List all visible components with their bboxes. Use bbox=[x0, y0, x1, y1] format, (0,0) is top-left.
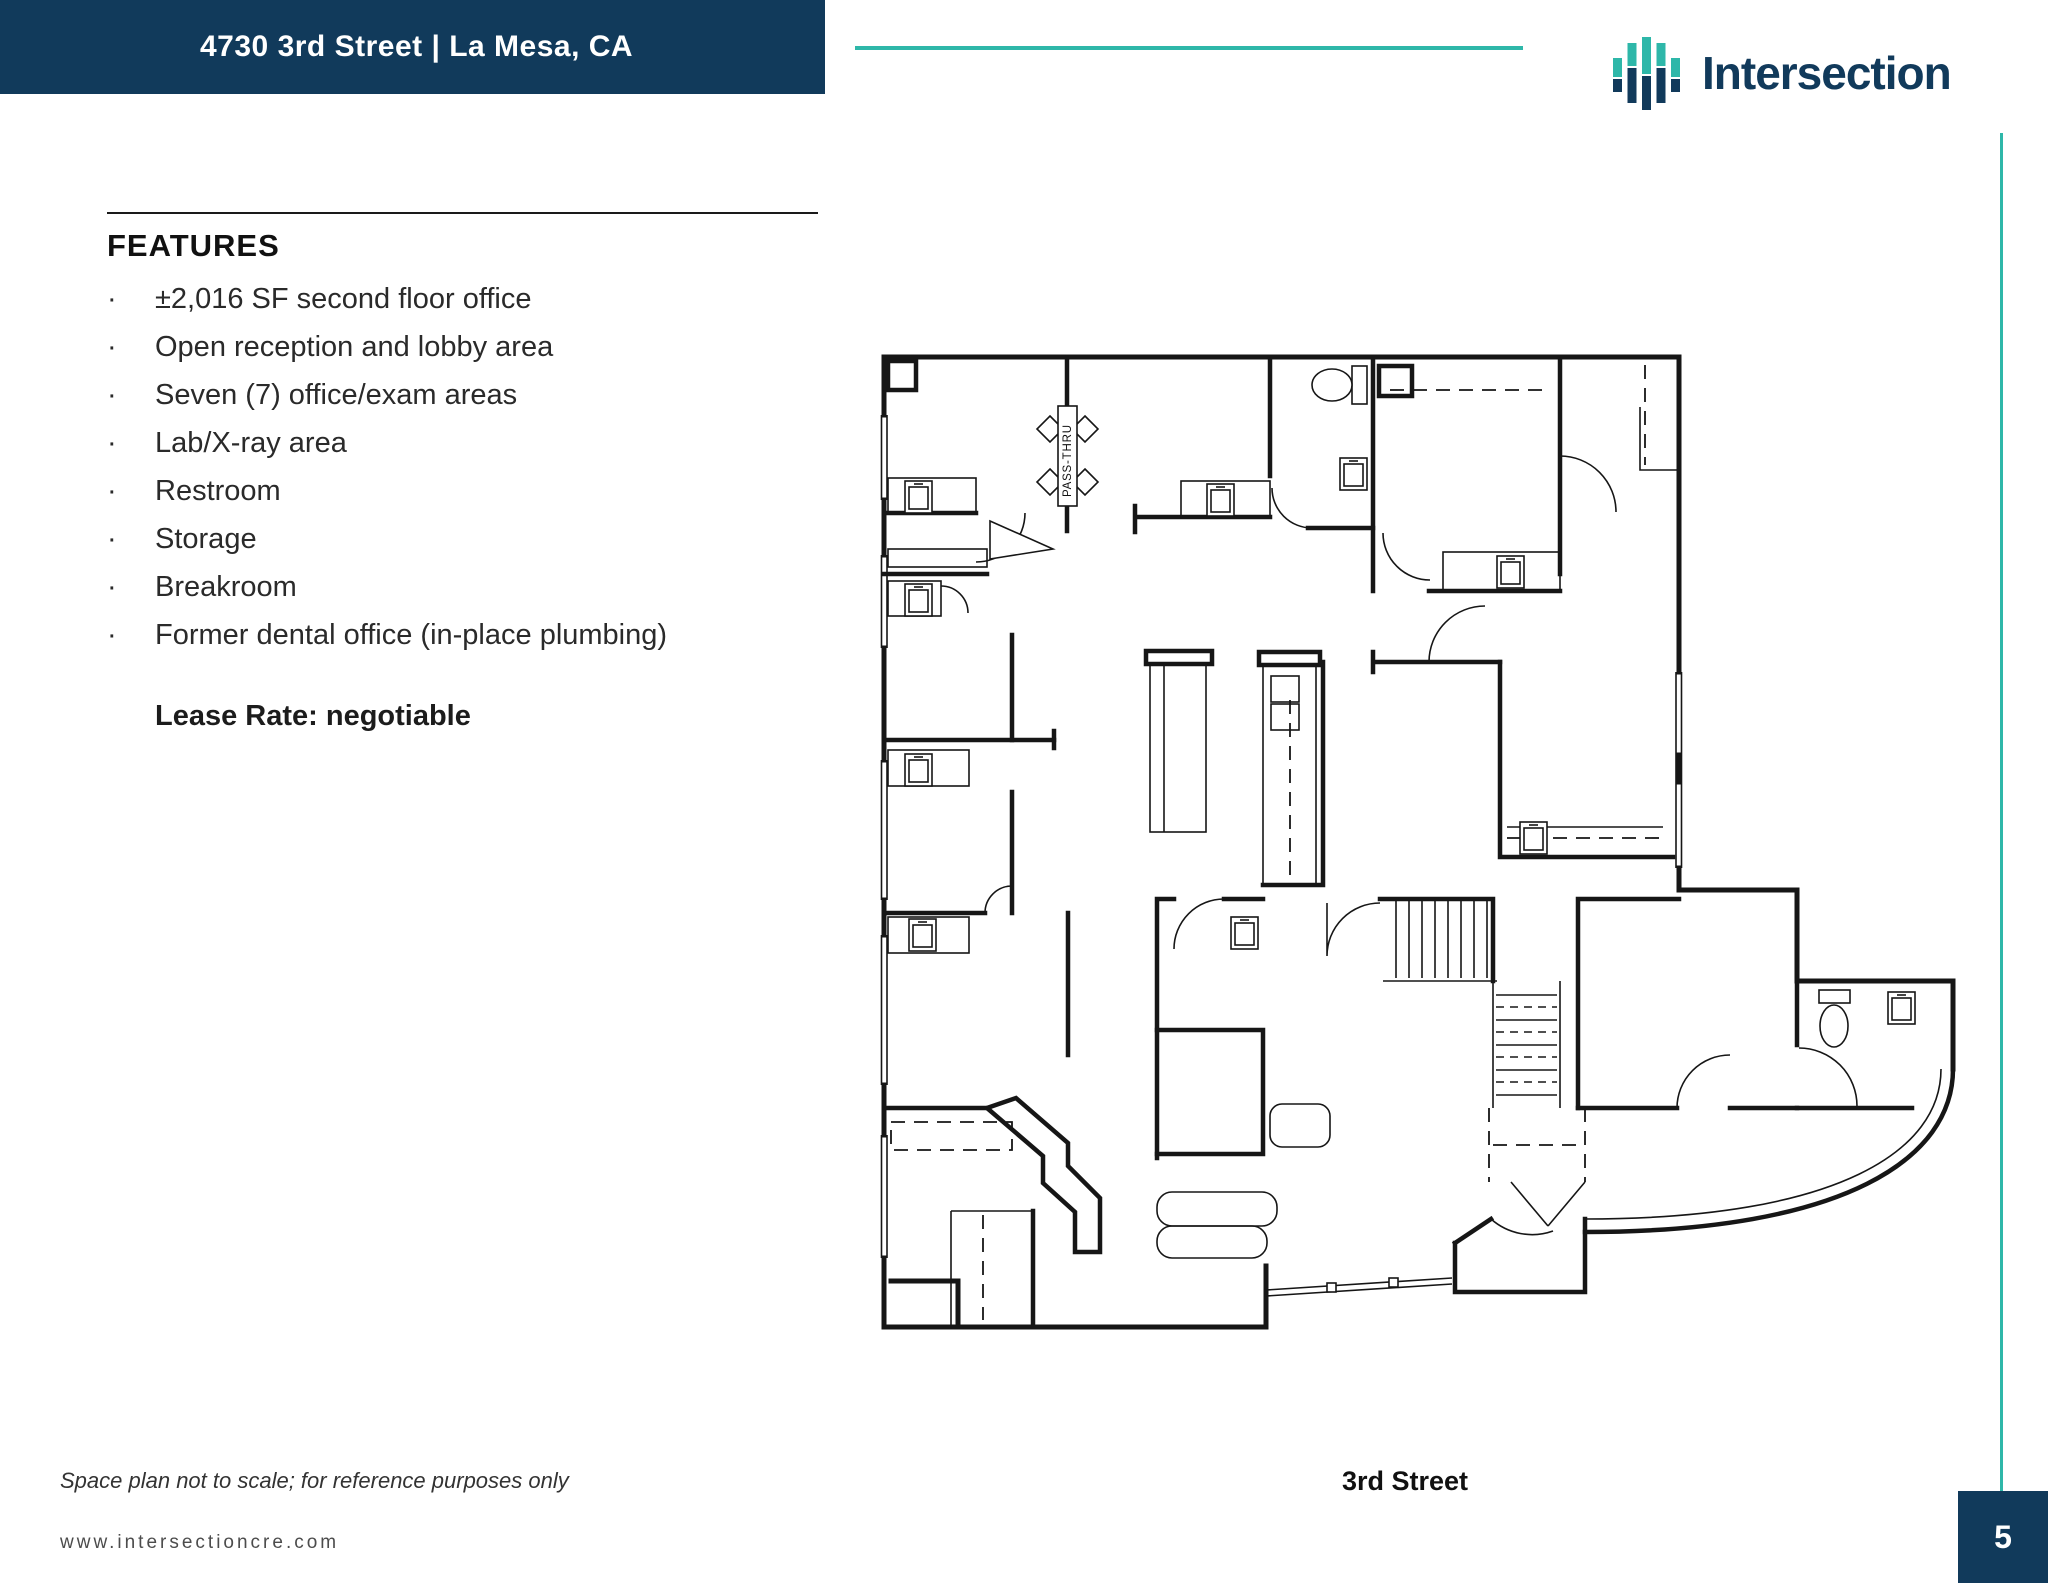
bullet-icon: · bbox=[107, 475, 117, 507]
sink-icon bbox=[1496, 555, 1525, 589]
floor-plan: PASS-THRU bbox=[870, 340, 1980, 1350]
page-number: 5 bbox=[1994, 1518, 2012, 1555]
lease-rate-text: Lease Rate: negotiable bbox=[155, 700, 471, 732]
toilet-icon bbox=[1818, 989, 1851, 1004]
bullet-icon: · bbox=[107, 523, 117, 555]
curved-wall-and-entry bbox=[1451, 1066, 1956, 1295]
bullet-icon: · bbox=[107, 331, 117, 363]
bullet-icon: · bbox=[107, 379, 117, 411]
feature-item: · Breakroom bbox=[107, 571, 667, 619]
bullet-icon: · bbox=[107, 571, 117, 603]
stairs bbox=[1383, 901, 1586, 1227]
sink-icon bbox=[908, 918, 937, 952]
sink-icon bbox=[1339, 457, 1368, 491]
features-heading: FEATURES bbox=[107, 228, 280, 263]
sink-icon bbox=[904, 583, 933, 617]
address-banner-text: 4730 3rd Street | La Mesa, CA bbox=[200, 30, 634, 63]
features-list: · ±2,016 SF second floor office · Open rece… bbox=[107, 283, 667, 667]
disclaimer-text: Space plan not to scale; for reference p… bbox=[60, 1468, 569, 1493]
feature-item-text: ±2,016 SF second floor office bbox=[155, 283, 532, 315]
feature-item-text: Seven (7) office/exam areas bbox=[155, 379, 518, 411]
pass-thru-label: PASS-THRU bbox=[1062, 424, 1074, 497]
casework bbox=[887, 365, 1679, 1327]
header-divider-line bbox=[855, 46, 1523, 50]
interior-walls bbox=[881, 354, 1915, 1330]
floor-plan-drawing: PASS-THRU bbox=[880, 354, 1956, 1330]
sink-icon bbox=[1206, 483, 1235, 517]
feature-item-text: Open reception and lobby area bbox=[155, 331, 554, 363]
brand-name: Intersection bbox=[1702, 47, 1952, 99]
street-label: 3rd Street bbox=[1341, 1466, 1469, 1496]
sink-icon bbox=[1230, 916, 1259, 950]
pass-thru-annotation: PASS-THRU bbox=[1035, 405, 1100, 507]
storefront-glazing bbox=[1265, 1277, 1453, 1297]
fixtures bbox=[904, 365, 1916, 1048]
bullet-icon: · bbox=[107, 619, 117, 651]
feature-item: · Seven (7) office/exam areas bbox=[107, 379, 667, 427]
feature-item: · Lab/X-ray area bbox=[107, 427, 667, 475]
feature-item-text: Storage bbox=[155, 523, 257, 555]
feature-item-text: Lab/X-ray area bbox=[155, 427, 347, 459]
sink-icon bbox=[1519, 821, 1548, 855]
feature-item: · Restroom bbox=[107, 475, 667, 523]
intersection-logo-icon bbox=[1613, 37, 1685, 116]
right-edge-accent-line bbox=[2000, 133, 2003, 1491]
bullet-icon: · bbox=[107, 427, 117, 459]
sink-icon bbox=[904, 480, 933, 514]
doors bbox=[940, 455, 1858, 1109]
sink-icon bbox=[904, 753, 933, 787]
features-divider-line bbox=[107, 212, 818, 214]
feature-item: · ±2,016 SF second floor office bbox=[107, 283, 667, 331]
window-lines bbox=[880, 415, 1683, 1258]
sink-icon bbox=[1887, 991, 1916, 1025]
feature-item-text: Breakroom bbox=[155, 571, 297, 603]
bullet-icon: · bbox=[107, 283, 117, 315]
feature-item: · Storage bbox=[107, 523, 667, 571]
outer-walls bbox=[881, 354, 1956, 1330]
feature-item: · Open reception and lobby area bbox=[107, 331, 667, 379]
feature-item: · Former dental office (in-place plumbing… bbox=[107, 619, 667, 667]
toilet-icon bbox=[1351, 365, 1368, 405]
page-number-box: 5 bbox=[1958, 1491, 2048, 1583]
feature-item-text: Restroom bbox=[155, 475, 281, 507]
website-url: www.intersectioncre.com bbox=[60, 1532, 340, 1553]
feature-item-text: Former dental office (in-place plumbing) bbox=[155, 619, 668, 651]
address-banner: 4730 3rd Street | La Mesa, CA bbox=[0, 0, 825, 94]
